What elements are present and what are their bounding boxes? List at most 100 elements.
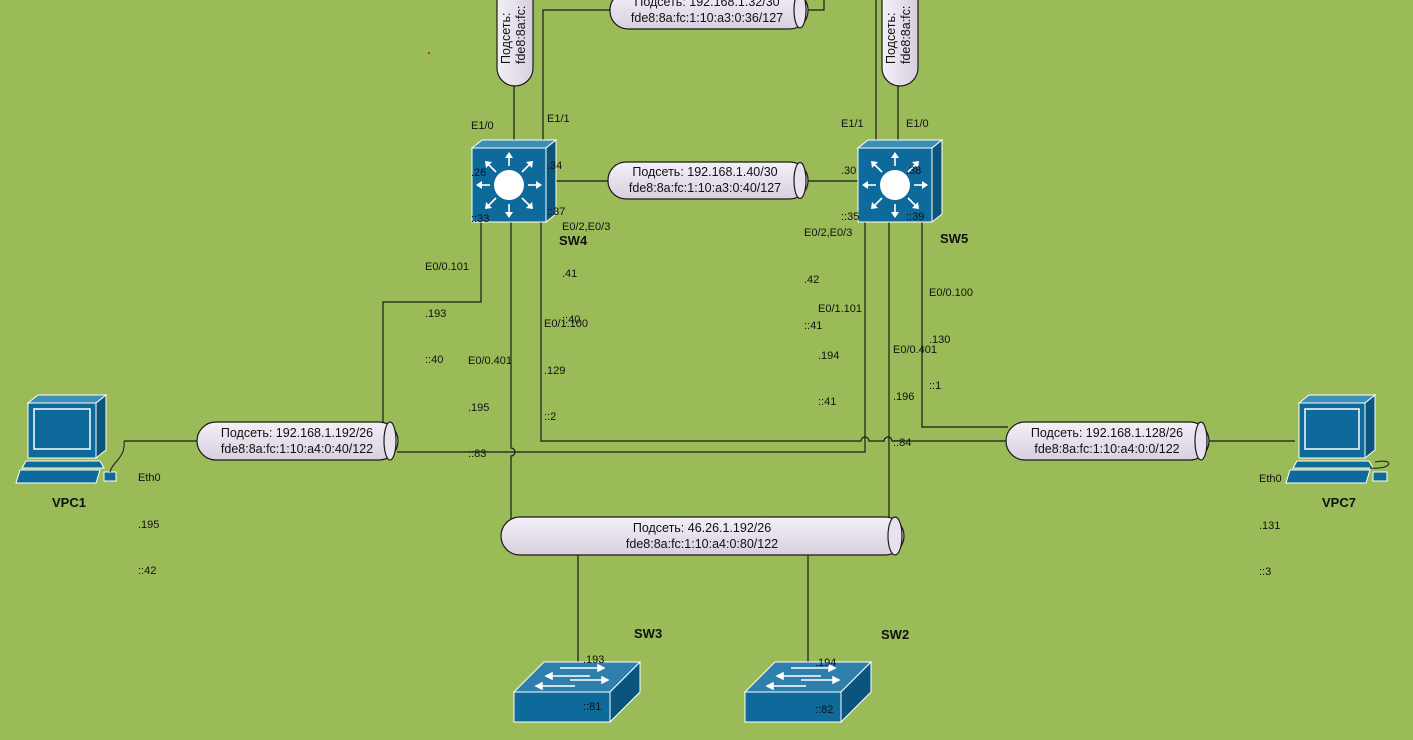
- iface-ipv4: .130: [929, 333, 951, 346]
- iface-ipv6: ::81: [583, 700, 602, 713]
- iface-ipv6: ::40: [562, 314, 581, 326]
- iface-name: E0/0.401: [893, 344, 938, 356]
- iface-ipv6: ::41: [804, 320, 823, 332]
- subnet-vpc1-label: Подсеть: 192.168.1.192/26 fde8:8a:fc:1:1…: [200, 425, 394, 457]
- subnet-sw4-top-line1: Подсеть:: [499, 12, 513, 64]
- iface-name: Eth0: [138, 472, 161, 484]
- iface-ipv6: ::39: [906, 211, 925, 223]
- sw2-icon: [743, 660, 873, 724]
- iface-sw2: .194 ::82: [815, 625, 836, 734]
- iface-ipv4: .193: [425, 307, 447, 320]
- subnet-bottom-line1: Подсеть: 46.26.1.192/26: [632, 521, 772, 535]
- iface-sw4-e0401: E0/0.401 .195 ::83: [468, 323, 512, 478]
- subnet-sw4-sw5-line1: Подсеть: 192.168.1.40/30: [632, 165, 778, 179]
- subnet-vpc7-label: Подсеть: 192.168.1.128/26 fde8:8a:fc:1:1…: [1008, 425, 1206, 457]
- iface-sw4-e0101: E0/0.101 .193 ::40: [425, 229, 469, 384]
- iface-ipv4: .194: [815, 657, 837, 669]
- subnet-sw5-top-label: Подсеть: fde8:8a:fc:: [884, 6, 914, 64]
- iface-sw5-e10: E1/0 .38 ::39: [906, 86, 929, 241]
- subnet-bottom-label: Подсеть: 46.26.1.192/26 fde8:8a:fc:1:10:…: [510, 520, 894, 552]
- iface-ipv4: .194: [818, 349, 840, 362]
- iface-name: E0/0.401: [468, 355, 513, 367]
- iface-ipv6: ::2: [544, 411, 557, 423]
- subnet-cylinder-sw5-top: [881, 0, 919, 87]
- subnet-sw4-sw5-line2: fde8:8a:fc:1:10:a3:0:40/127: [628, 181, 782, 195]
- iface-ipv4: .26: [471, 166, 487, 179]
- sw2-label: SW2: [881, 627, 910, 642]
- iface-name: E1/1: [547, 113, 570, 125]
- links: [124, 0, 1295, 676]
- subnet-cylinder-bottom: [500, 516, 905, 556]
- iface-ipv4: .38: [906, 164, 922, 177]
- iface-ipv6: ::84: [893, 437, 912, 449]
- iface-ipv6: ::41: [818, 396, 837, 408]
- red-dot: [428, 52, 430, 54]
- vpc7-icon: [1285, 393, 1390, 484]
- subnet-sw4-sw5-label: Подсеть: 192.168.1.40/30 fde8:8a:fc:1:10…: [610, 164, 800, 196]
- link-sw4-e11: [542, 9, 610, 140]
- iface-sw5-e0100: E0/0.100 .130 ::1: [929, 255, 973, 410]
- iface-vpc7-eth0: Eth0 .131 ::3: [1259, 441, 1282, 596]
- iface-ipv4: .195: [468, 401, 490, 414]
- iface-name: Eth0: [1259, 473, 1282, 485]
- iface-ipv4: .30: [841, 164, 857, 177]
- iface-sw5-e0401: E0/0.401 .196 ::84: [893, 312, 937, 467]
- iface-name: E0/1.100: [544, 318, 589, 330]
- link-top-right: [808, 0, 825, 11]
- iface-ipv4: .42: [804, 273, 820, 286]
- sw3-icon: [512, 660, 642, 724]
- iface-ipv4: .195: [138, 518, 160, 531]
- iface-ipv6: ::1: [929, 380, 942, 392]
- subnet-vpc7-line1: Подсеть: 192.168.1.128/26: [1030, 426, 1184, 440]
- iface-ipv6: ::83: [468, 448, 487, 460]
- subnet-vpc1-line1: Подсеть: 192.168.1.192/26: [220, 426, 374, 440]
- subnet-vpc1-line2: fde8:8a:fc:1:10:a4:0:40/122: [220, 442, 374, 456]
- iface-ipv4: .196: [893, 390, 915, 403]
- iface-name: E0/2,E0/3: [562, 221, 611, 233]
- sw3-label: SW3: [634, 626, 663, 641]
- subnet-sw4-top-line2: fde8:8a:fc:: [514, 5, 528, 64]
- iface-vpc1-eth0: Eth0 .195 ::42: [138, 440, 161, 595]
- iface-name: E1/0: [906, 118, 929, 130]
- iface-sw4-e10: E1/0 .26 ::33: [471, 88, 494, 243]
- iface-name: E0/0.100: [929, 287, 974, 299]
- iface-ipv6: ::3: [1259, 566, 1272, 578]
- iface-name: E0/2,E0/3: [804, 227, 853, 239]
- iface-ipv6: ::35: [841, 211, 860, 223]
- vpc7-label: VPC7: [1322, 495, 1356, 510]
- iface-name: E0/0.101: [425, 261, 470, 273]
- subnet-sw4-top-label: Подсеть: fde8:8a:fc:: [499, 6, 529, 64]
- sw5-label: SW5: [940, 231, 969, 246]
- subnet-sw5-top-line1: Подсеть:: [884, 12, 898, 64]
- subnet-cylinder-top-center: [609, 0, 809, 30]
- subnet-cylinder-sw4-sw5: [607, 161, 809, 200]
- iface-sw5-e02: E0/2,E0/3 .42 ::41: [804, 195, 852, 350]
- iface-sw5-e1101: E0/1.101 .194 ::41: [818, 271, 862, 426]
- iface-ipv4: .41: [562, 267, 578, 280]
- iface-ipv4: .193: [583, 654, 605, 666]
- subnet-top-center-line2: fde8:8a:fc:1:10:a3:0:36/127: [630, 11, 784, 25]
- iface-ipv6: ::42: [138, 565, 157, 577]
- iface-name: E0/1.101: [818, 303, 863, 315]
- iface-name: E1/1: [841, 118, 864, 130]
- sw4-icon: [470, 138, 558, 224]
- iface-sw4-e1100: E0/1.100 .129 ::2: [544, 286, 588, 441]
- subnet-sw5-top-line2: fde8:8a:fc:: [899, 5, 913, 64]
- iface-ipv6: ::40: [425, 354, 444, 366]
- subnet-vpc7-line2: fde8:8a:fc:1:10:a4:0:0/122: [1034, 442, 1180, 456]
- subnet-top-center-label: Подсеть: 192.168.1.32/30 fde8:8a:fc:1:10…: [612, 0, 802, 26]
- iface-sw5-e11: E1/1 .30 ::35: [841, 86, 864, 241]
- subnet-cylinder-vpc1: [196, 421, 399, 461]
- iface-ipv4: .129: [544, 364, 566, 377]
- subnet-bottom-line2: fde8:8a:fc:1:10:a4:0:80/122: [625, 537, 779, 551]
- vpc1-label: VPC1: [52, 495, 86, 510]
- iface-sw4-e11: E1/1 .34 ::37: [547, 81, 570, 236]
- iface-ipv4: .131: [1259, 519, 1281, 532]
- iface-sw4-e02: E0/2,E0/3 .41 ::40: [562, 189, 610, 344]
- sw5-icon: [856, 138, 944, 224]
- subnet-cylinder-vpc7: [1005, 421, 1210, 461]
- iface-ipv6: ::37: [547, 206, 566, 218]
- link-sw5-e0100: [921, 222, 1008, 428]
- subnet-cylinder-sw4-top: [496, 0, 534, 87]
